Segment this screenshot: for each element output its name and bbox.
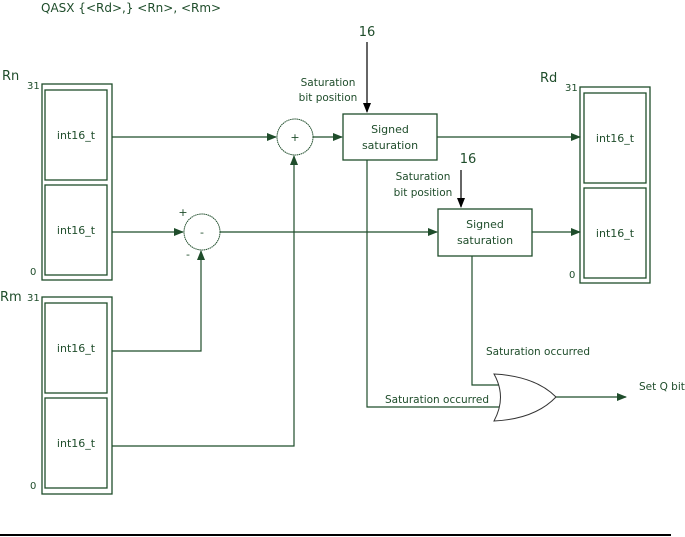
saturation-upper-block-line2: saturation [362,139,418,152]
saturation-lower-bit-label-2: bit position [394,187,453,199]
saturation-upper-block-line1: Signed [371,123,409,136]
register-rn: Rn 31 0 int16_t int16_t [2,69,113,281]
set-q-bit-label: Set Q bit [639,381,685,393]
register-rn-lower-half [44,184,108,276]
register-rd-lower-half [583,187,647,279]
register-rm-upper-type: int16_t [57,342,96,355]
wire-rm-upper-to-subtractor [112,250,205,352]
register-rm-lower-type: int16_t [57,437,96,450]
register-rn-name: Rn [2,69,19,84]
subtractor-plus-input: + [178,206,187,219]
saturation-lower-block [437,208,533,257]
subtractor: - + - [178,206,221,261]
saturation-lower-flag-label: Saturation occurred [486,346,590,358]
subtractor-minus-input: - [186,248,190,261]
adder: + [276,118,314,156]
register-rd-name: Rd [540,71,557,86]
register-rd-msb: 31 [565,83,578,94]
register-rd-lsb: 0 [569,270,575,281]
saturation-lower-block-line1: Signed [466,218,504,231]
register-rm-lower-half [44,397,108,489]
saturation-lower-bit-label-1: Saturation [396,171,451,183]
register-rn-lsb: 0 [30,267,36,278]
subtractor-symbol: - [200,226,204,239]
saturation-upper-flag-label: Saturation occurred [385,394,489,406]
wire-saturation-lower-flag [471,256,506,386]
saturation-upper-bit-label-1: Saturation [301,77,356,89]
adder-circle [276,118,314,156]
saturation-upper-bit-value: 16 [359,25,376,40]
saturation-upper-block [342,113,438,161]
register-rm-name: Rm [0,290,22,305]
register-rm-lsb: 0 [30,481,36,492]
saturation-upper: 16 Saturation bit position Signed satura… [299,25,489,406]
saturation-lower-bit-value: 16 [460,152,477,167]
register-rm-msb: 31 [27,293,40,304]
saturation-upper-bit-label-2: bit position [299,92,358,104]
register-rn-upper-half [44,89,108,181]
instruction-syntax: QASX {<Rd>,} <Rn>, <Rm> [41,1,221,15]
saturation-lower-block-line2: saturation [457,234,513,247]
register-rm-upper-half [44,302,108,394]
saturation-lower: 16 Saturation bit position Signed satura… [394,152,590,358]
or-gate-shape [493,373,557,422]
register-rn-lower-type: int16_t [57,224,96,237]
register-rn-msb: 31 [27,81,40,92]
wire-saturation-upper-flag [366,160,506,408]
register-rd: Rd 31 0 int16_t int16_t [540,71,651,284]
register-rd-upper-half [583,92,647,184]
subtractor-circle [183,213,221,251]
register-rm: Rm 31 0 int16_t int16_t [0,290,113,495]
wire-rm-lower-to-adder [112,155,298,447]
register-rd-lower-type: int16_t [596,227,635,240]
adder-symbol: + [290,131,299,144]
or-gate: Set Q bit [493,373,685,422]
register-rd-upper-type: int16_t [596,132,635,145]
register-rn-upper-type: int16_t [57,129,96,142]
